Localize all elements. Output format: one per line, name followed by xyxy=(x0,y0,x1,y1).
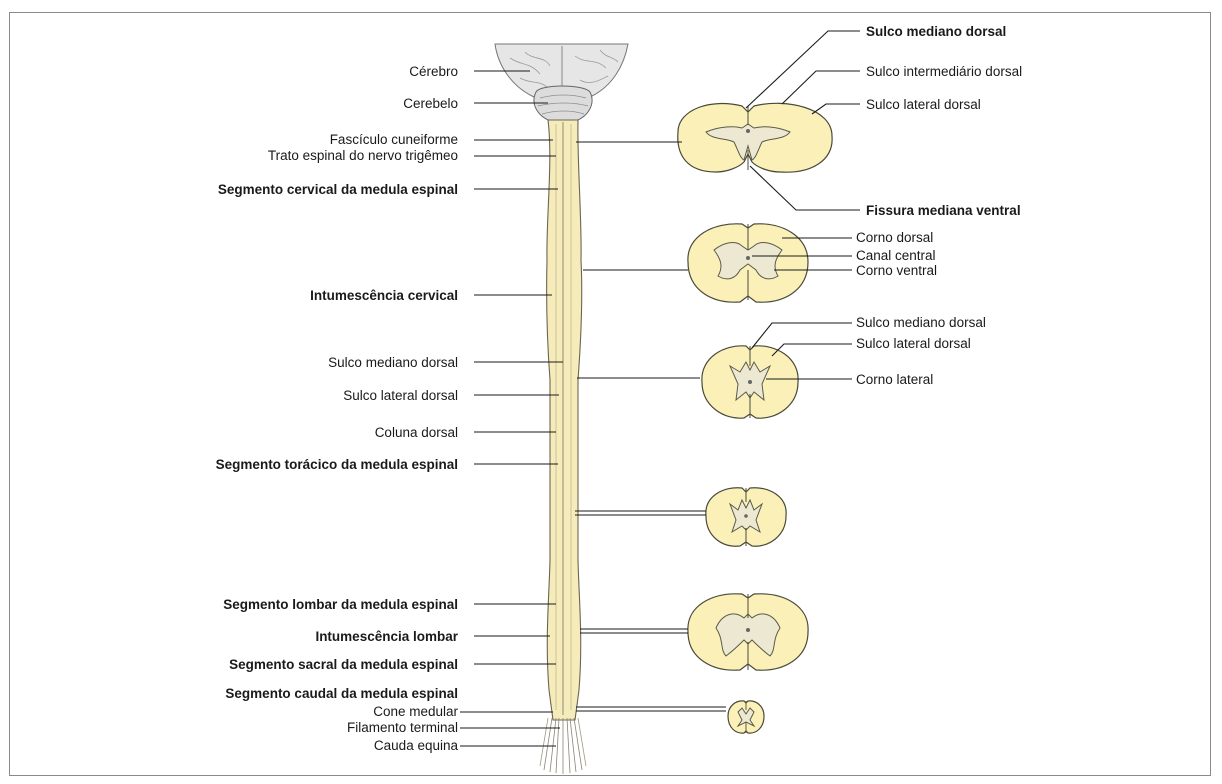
label-segmento-sacral: Segmento sacral da medula espinal xyxy=(229,657,458,672)
label-cerebelo: Cerebelo xyxy=(403,96,458,111)
label-sulco-mediano-dorsal: Sulco mediano dorsal xyxy=(328,355,458,370)
label-sulco-lateral-dorsal-mid: Sulco lateral dorsal xyxy=(856,336,971,351)
label-cerebro: Cérebro xyxy=(409,64,458,79)
label-sulco-mediano-dorsal-mid: Sulco mediano dorsal xyxy=(856,315,986,330)
label-fissura-mediana-ventral: Fissura mediana ventral xyxy=(866,203,1021,218)
label-coluna-dorsal: Coluna dorsal xyxy=(375,425,458,440)
section-cervical-upper xyxy=(678,103,832,172)
label-trato-espinal-trigemeo: Trato espinal do nervo trigêmeo xyxy=(268,148,458,163)
label-corno-lateral: Corno lateral xyxy=(856,372,933,387)
label-intumescencia-cervical: Intumescência cervical xyxy=(310,288,458,303)
label-fasciculo-cuneiforme: Fascículo cuneiforme xyxy=(330,132,458,147)
cerebellum-drawing xyxy=(534,86,592,122)
label-segmento-lombar: Segmento lombar da medula espinal xyxy=(223,597,458,612)
left-labels: Cérebro Cerebelo Fascículo cuneiforme Tr… xyxy=(216,64,459,753)
section-lumbar xyxy=(688,594,808,670)
label-segmento-cervical: Segmento cervical da medula espinal xyxy=(218,182,458,197)
label-cauda-equina: Cauda equina xyxy=(374,738,459,753)
label-canal-central: Canal central xyxy=(856,248,936,263)
right-leader-lines xyxy=(746,31,860,379)
label-sulco-lateral-dorsal: Sulco lateral dorsal xyxy=(343,388,458,403)
label-corno-dorsal: Corno dorsal xyxy=(856,230,933,245)
section-lower-thoracic xyxy=(706,488,786,546)
label-segmento-toracico: Segmento torácico da medula espinal xyxy=(216,457,458,472)
section-thoracic xyxy=(702,346,798,418)
section-sacral xyxy=(728,701,764,733)
label-sulco-mediano-dorsal-top: Sulco mediano dorsal xyxy=(866,24,1006,39)
label-segmento-caudal: Segmento caudal da medula espinal xyxy=(225,686,458,701)
label-sulco-intermediario-dorsal: Sulco intermediário dorsal xyxy=(866,64,1022,79)
label-cone-medular: Cone medular xyxy=(373,704,458,719)
label-sulco-lateral-dorsal-top: Sulco lateral dorsal xyxy=(866,97,981,112)
right-labels: Sulco mediano dorsal Sulco intermediário… xyxy=(856,24,1022,387)
spinal-cord-drawing xyxy=(540,120,586,774)
section-cervical-enlargement xyxy=(688,224,808,302)
label-intumescencia-lombar: Intumescência lombar xyxy=(315,629,458,644)
label-filamento-terminal: Filamento terminal xyxy=(347,720,458,735)
label-corno-ventral: Corno ventral xyxy=(856,263,937,278)
